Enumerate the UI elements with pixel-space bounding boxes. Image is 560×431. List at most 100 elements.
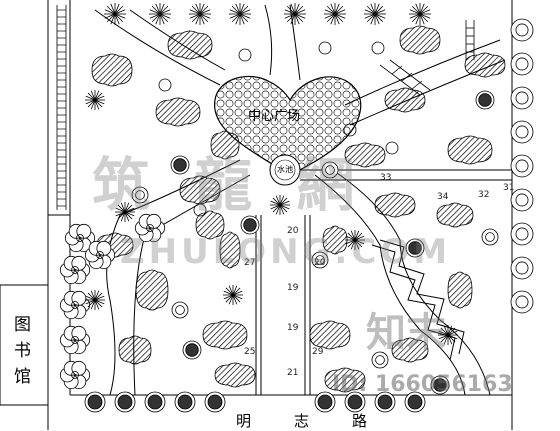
tree bbox=[404, 391, 426, 413]
tree bbox=[85, 90, 105, 110]
small-tree bbox=[318, 41, 332, 55]
small-tree bbox=[193, 203, 207, 217]
tree bbox=[311, 251, 329, 269]
tree bbox=[324, 3, 346, 25]
plot-number: 19 bbox=[287, 323, 299, 333]
tree bbox=[270, 195, 290, 215]
shrub-mass bbox=[344, 142, 386, 168]
plaza-label: 中心广场 bbox=[248, 109, 301, 124]
fountain-pool bbox=[269, 154, 301, 186]
fountain-label: 水池 bbox=[277, 165, 293, 174]
tree bbox=[510, 86, 534, 110]
tree bbox=[510, 188, 534, 212]
tree bbox=[59, 290, 91, 320]
tree bbox=[131, 186, 149, 204]
shrub-mass bbox=[436, 202, 474, 228]
tree bbox=[510, 256, 534, 280]
tree bbox=[314, 391, 336, 413]
shrub-mass bbox=[447, 271, 473, 309]
shrub-masses bbox=[91, 25, 506, 393]
library-label: 图书馆 bbox=[14, 315, 31, 387]
tree bbox=[229, 3, 251, 25]
plot-number: 29 bbox=[312, 347, 324, 357]
plot-number: 34 bbox=[437, 192, 449, 202]
tree-symbols bbox=[59, 3, 534, 413]
shrub-mass bbox=[195, 210, 225, 240]
shrub-mass bbox=[447, 135, 493, 165]
tree bbox=[475, 90, 495, 110]
tree bbox=[144, 391, 166, 413]
shrub-mass bbox=[135, 269, 169, 311]
small-tree bbox=[371, 41, 385, 55]
plot-number: 27 bbox=[244, 258, 256, 268]
tree bbox=[409, 3, 431, 25]
tree bbox=[364, 3, 386, 25]
tree bbox=[223, 285, 243, 305]
shrub-mass bbox=[210, 130, 240, 160]
shrub-mass bbox=[179, 175, 221, 205]
small-tree bbox=[385, 141, 399, 155]
road-char-1: 明 bbox=[236, 412, 252, 430]
tree bbox=[321, 161, 339, 179]
tree bbox=[240, 215, 260, 235]
plot-number: 32 bbox=[478, 190, 490, 200]
tree bbox=[510, 222, 534, 246]
tree bbox=[344, 391, 366, 413]
plot-number: 33 bbox=[380, 173, 392, 183]
tree bbox=[510, 120, 534, 144]
tree bbox=[510, 18, 534, 42]
tree bbox=[84, 240, 116, 270]
tree bbox=[85, 290, 105, 310]
plot-number: 31 bbox=[503, 183, 515, 193]
tree bbox=[59, 360, 91, 390]
small-tree bbox=[158, 78, 172, 92]
tree bbox=[182, 340, 202, 360]
small-tree bbox=[343, 123, 357, 137]
tree bbox=[149, 3, 171, 25]
tree bbox=[371, 351, 389, 369]
road-char-2: 志 bbox=[294, 412, 310, 430]
tree bbox=[134, 213, 166, 243]
plot-number: 25 bbox=[244, 347, 256, 357]
shrub-mass bbox=[202, 320, 248, 350]
tree bbox=[59, 325, 91, 355]
shrub-mass bbox=[464, 52, 506, 78]
shrub-mass bbox=[167, 30, 213, 60]
tree bbox=[510, 290, 534, 314]
tree bbox=[84, 391, 106, 413]
tree bbox=[114, 391, 136, 413]
central-plaza bbox=[214, 75, 362, 176]
library-building bbox=[0, 284, 49, 406]
shrub-mass bbox=[391, 337, 429, 363]
shrub-mass bbox=[214, 362, 256, 388]
shrub-mass bbox=[219, 231, 241, 269]
tree bbox=[170, 155, 190, 175]
shrub-mass bbox=[309, 320, 351, 350]
straight-walks bbox=[255, 215, 311, 395]
fountain-ring bbox=[274, 159, 296, 181]
fence-ladder-left bbox=[56, 5, 67, 210]
shrub-mass bbox=[91, 53, 133, 87]
tree bbox=[345, 230, 365, 250]
tree bbox=[189, 3, 211, 25]
tree bbox=[510, 52, 534, 76]
tree bbox=[481, 228, 499, 246]
shrub-mass bbox=[374, 192, 416, 218]
plot-number: 20 bbox=[314, 258, 326, 268]
tree bbox=[430, 375, 450, 395]
shrub-mass bbox=[399, 25, 441, 55]
plot-number: 20 bbox=[287, 226, 299, 236]
tree bbox=[174, 391, 196, 413]
shrub-mass bbox=[384, 87, 426, 113]
road-char-3: 路 bbox=[352, 412, 368, 430]
tree bbox=[204, 391, 226, 413]
tree bbox=[374, 391, 396, 413]
tree bbox=[59, 255, 91, 285]
tree bbox=[510, 154, 534, 178]
tree bbox=[284, 3, 306, 25]
tree bbox=[171, 301, 189, 319]
tree bbox=[405, 238, 425, 258]
tree bbox=[115, 202, 135, 222]
shrub-mass bbox=[155, 97, 201, 127]
tree bbox=[104, 3, 126, 25]
